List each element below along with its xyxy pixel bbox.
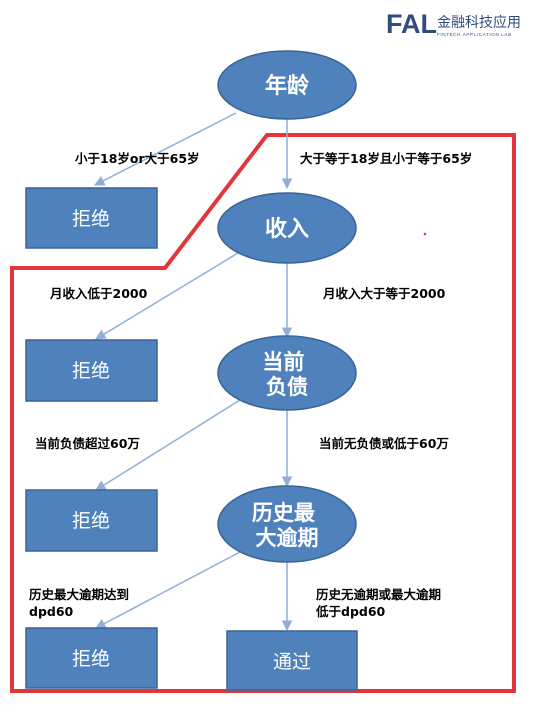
node-reject-income-label: 拒绝 <box>72 360 110 382</box>
logo-brand: FAL <box>386 9 437 39</box>
edge-label-overdue-pass: 历史无逾期或最大逾期 低于dpd60 <box>315 587 445 619</box>
node-debt-label: 当前 负债 <box>262 350 311 399</box>
node-reject-debt: 拒绝 <box>25 489 158 552</box>
highlight-region <box>10 133 516 693</box>
edge-label-age-income: 大于等于18岁且小于等于65岁 <box>300 151 472 166</box>
node-reject-income: 拒绝 <box>25 339 158 402</box>
logo-name-cn: 金融科技应用 <box>437 14 521 31</box>
node-reject-overdue-label: 拒绝 <box>72 648 110 670</box>
edge-debt-reject <box>95 399 241 491</box>
edge-age-reject <box>94 112 237 186</box>
node-age-label: 年龄 <box>265 73 310 99</box>
node-debt: 当前 负债 <box>217 335 357 411</box>
edge-labels: 小于18岁or大于65岁 大于等于18岁且小于等于65岁 月收入低于2000 月… <box>29 151 472 619</box>
node-income-label: 收入 <box>265 216 309 242</box>
node-reject-overdue: 拒绝 <box>25 627 158 689</box>
node-pass: 通过 <box>226 630 358 691</box>
node-overdue-label: 历史最 大逾期 <box>252 501 322 550</box>
node-reject-age: 拒绝 <box>25 187 158 249</box>
edge-label-income-reject: 月收入低于2000 <box>49 286 148 301</box>
node-age: 年龄 <box>217 50 357 120</box>
red-dot-mark <box>423 232 427 236</box>
edge-label-age-reject: 小于18岁or大于65岁 <box>74 151 200 166</box>
edge-label-overdue-reject: 历史最大逾期达到 dpd60 <box>29 587 133 619</box>
logo-name-en: FINTECH APPLICATION LAB <box>437 32 512 37</box>
edge-label-debt-reject: 当前负债超过60万 <box>35 436 140 451</box>
node-pass-label: 通过 <box>273 651 311 673</box>
node-reject-debt-label: 拒绝 <box>72 510 110 532</box>
node-reject-age-label: 拒绝 <box>72 208 110 230</box>
edge-label-debt-overdue: 当前无负债或低于60万 <box>319 436 449 451</box>
node-income: 收入 <box>217 192 357 264</box>
edge-label-income-debt: 月收入大于等于2000 <box>322 286 446 301</box>
edges <box>94 112 293 632</box>
edge-overdue-reject <box>95 551 241 629</box>
edge-income-reject <box>95 252 239 340</box>
fal-logo: FAL 金融科技应用 FINTECH APPLICATION LAB <box>386 9 521 39</box>
node-overdue: 历史最 大逾期 <box>217 485 357 563</box>
